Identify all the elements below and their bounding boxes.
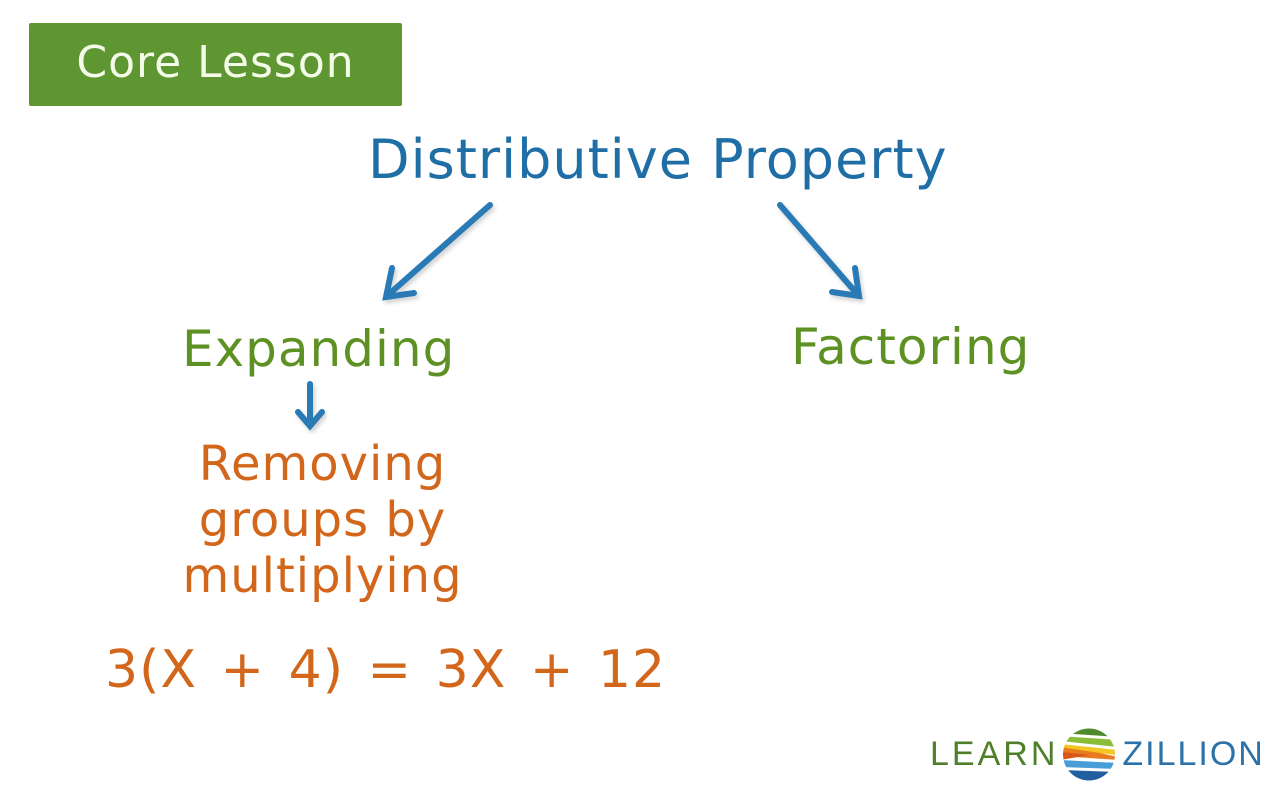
diagram-title: Distributive Property xyxy=(368,128,948,191)
learnzillion-logo: LEARN ZILLION xyxy=(930,727,1265,782)
branch-factoring: Factoring xyxy=(791,318,1031,376)
core-lesson-badge: Core Lesson xyxy=(29,23,402,106)
striped-globe-icon xyxy=(1063,728,1116,781)
arrow-to-definition-icon xyxy=(295,381,325,431)
expanding-definition: Removing groups by multiplying xyxy=(180,436,465,604)
logo-text-learn: LEARN xyxy=(930,735,1059,773)
logo-text-zillion: ZILLION xyxy=(1122,735,1265,773)
arrow-to-factoring-icon xyxy=(777,202,863,300)
arrow-to-expanding-icon xyxy=(382,202,493,301)
definition-line: Removing xyxy=(198,436,447,492)
definition-line: groups by xyxy=(198,492,447,548)
branch-expanding: Expanding xyxy=(182,320,456,378)
definition-line: multiplying xyxy=(182,548,463,604)
expanding-example-equation: 3(X + 4) = 3X + 12 xyxy=(105,640,667,700)
badge-label: Core Lesson xyxy=(76,37,355,88)
